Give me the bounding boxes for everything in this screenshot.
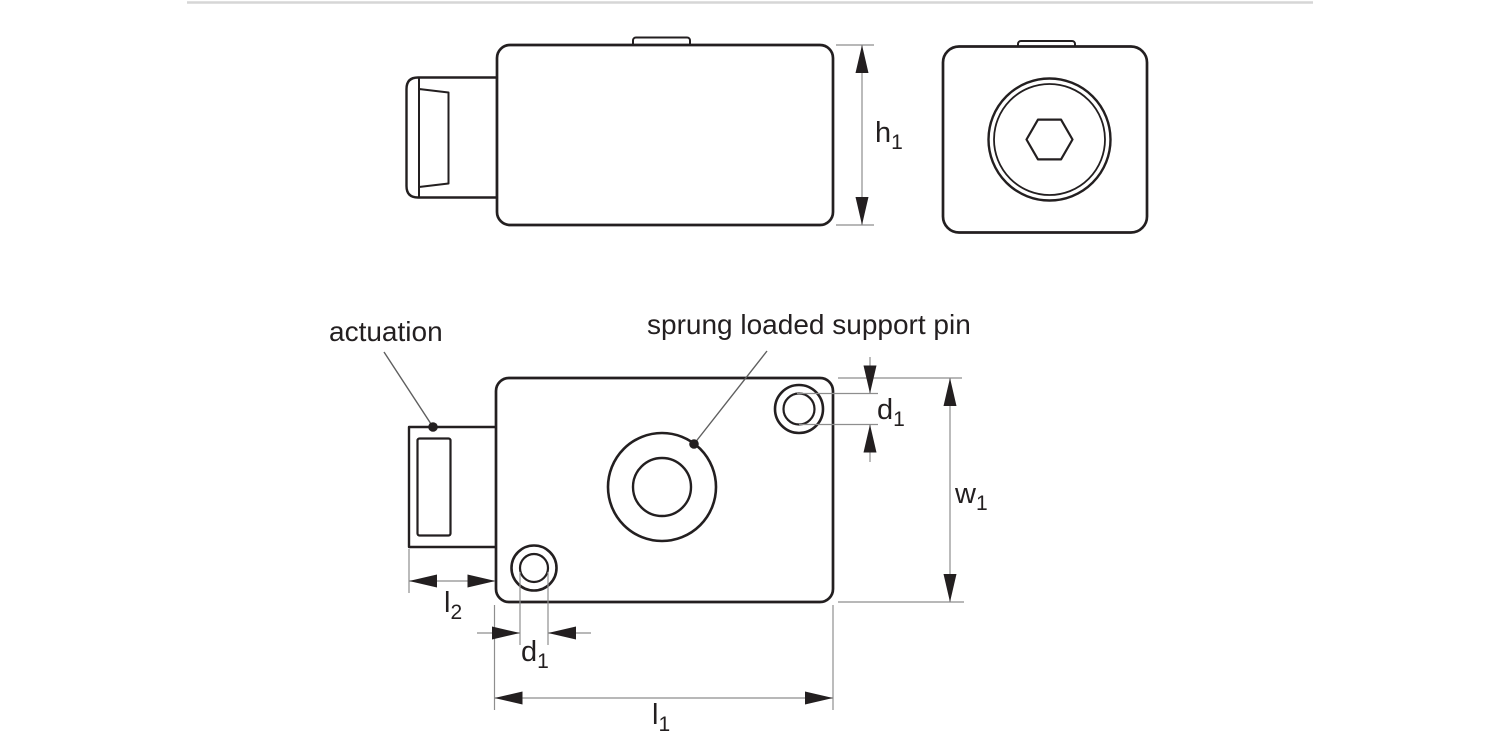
d1-bottom-arrow-left (548, 626, 576, 640)
end-view (941, 40, 1149, 234)
w1-arrow-down (943, 574, 957, 602)
support-pin-leader-line (693, 350, 768, 445)
plan-view-actuator-outline (407, 425, 499, 549)
h1-arrow-down (855, 197, 869, 225)
plan-view (407, 376, 835, 604)
drawing-labels: actuation sprung loaded support pin h1 d… (329, 117, 988, 736)
w1-dim-sub: 1 (976, 492, 988, 515)
d1-bottom-dim-label: d1 (521, 636, 549, 673)
part-outlines (405, 36, 1149, 604)
l1-dim-label: l1 (652, 699, 670, 736)
actuation-leader-line (383, 351, 434, 428)
d1-bottom-arrow-right (492, 626, 520, 640)
d1-right-dim-sub: 1 (893, 408, 905, 431)
d1-right-dim-base: d (877, 394, 893, 426)
plan-view-actuator-slot (416, 437, 452, 537)
support-pin-outer-circle (606, 431, 718, 543)
l1-arrow-left (494, 691, 523, 705)
w1-dim-base: w (954, 478, 977, 510)
support-pin-label: sprung loaded support pin (647, 309, 971, 340)
w1-dim-label: w1 (954, 478, 988, 515)
side-view-actuator-flat (418, 88, 450, 188)
mounting-hole-bottom-left-inner (518, 552, 550, 584)
h1-dim-sub: 1 (891, 131, 903, 154)
leader-lines (383, 350, 768, 445)
leader-dots (428, 422, 699, 449)
side-view (405, 36, 835, 227)
l2-dim-sub: 2 (450, 601, 462, 624)
l1-dim-base: l (652, 699, 658, 731)
support-pin-inner-circle (631, 456, 693, 518)
h1-dim-base: h (875, 117, 891, 149)
l2-arrow-right (467, 574, 496, 588)
l1-arrow-right (805, 691, 833, 705)
h1-dim-label: h1 (875, 117, 903, 154)
end-view-body-outline (941, 45, 1149, 234)
d1-right-arrow-up (863, 424, 877, 453)
actuation-leader-dot (428, 422, 438, 432)
support-pin-leader-dot (689, 439, 699, 449)
d1-bottom-dim-base: d (521, 636, 537, 668)
mounting-hole-top-right-outer (773, 383, 825, 435)
side-view-actuator-outline (405, 76, 499, 199)
d1-bottom-dim-sub: 1 (537, 650, 549, 673)
w1-arrow-up (943, 378, 957, 406)
end-view-boss-inner-circle (993, 83, 1106, 196)
l1-dim-sub: 1 (658, 713, 670, 736)
l2-dim-base: l (444, 587, 450, 619)
l2-arrow-left (409, 574, 437, 588)
plan-view-body-outline (494, 376, 835, 604)
h1-arrow-up (855, 45, 869, 73)
side-view-body-outline (495, 43, 835, 227)
actuation-label: actuation (329, 316, 443, 347)
d1-right-dim-label: d1 (877, 394, 905, 431)
end-view-hex-socket (1025, 118, 1074, 161)
end-view-boss-outer-circle (987, 77, 1112, 202)
l2-dim-label: l2 (444, 587, 462, 624)
dimension-lines (408, 44, 964, 710)
mounting-hole-bottom-left-outer (510, 544, 558, 592)
dimension-arrowheads (409, 45, 957, 705)
d1-right-arrow-down (863, 365, 877, 394)
